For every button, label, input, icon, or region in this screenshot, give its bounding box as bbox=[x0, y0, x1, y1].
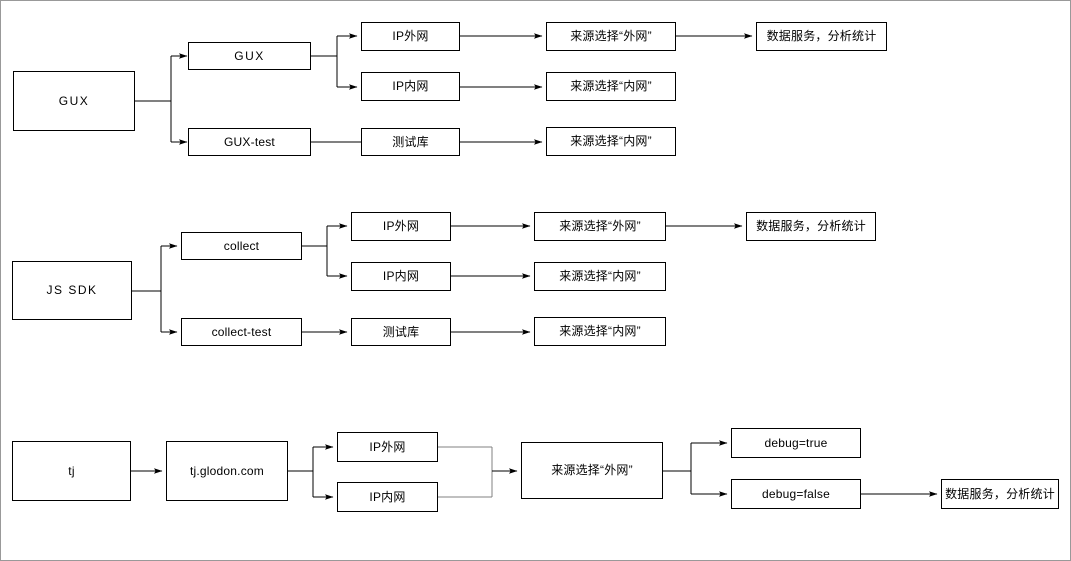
node-jssdk-ip-internal[interactable]: IP内网 bbox=[351, 262, 451, 291]
node-jssdk-source[interactable]: JS SDK bbox=[12, 261, 132, 320]
node-tj-ip-external[interactable]: IP外网 bbox=[337, 432, 438, 462]
node-tj-debug-true[interactable]: debug=true bbox=[731, 428, 861, 458]
node-jssdk-test-db[interactable]: 测试库 bbox=[351, 318, 451, 346]
node-gux-select-internal-b[interactable]: 来源选择“内网” bbox=[546, 127, 676, 156]
node-gux-data-service[interactable]: 数据服务，分析统计 bbox=[756, 22, 887, 51]
node-gux-select-internal-a[interactable]: 来源选择“内网” bbox=[546, 72, 676, 101]
node-jssdk-branch-test[interactable]: collect-test bbox=[181, 318, 302, 346]
node-gux-select-external[interactable]: 来源选择“外网” bbox=[546, 22, 676, 51]
node-jssdk-select-internal-a[interactable]: 来源选择“内网” bbox=[534, 262, 666, 291]
node-tj-debug-false[interactable]: debug=false bbox=[731, 479, 861, 509]
node-tj-ip-internal[interactable]: IP内网 bbox=[337, 482, 438, 512]
node-gux-test-db[interactable]: 测试库 bbox=[361, 128, 460, 156]
node-jssdk-ip-external[interactable]: IP外网 bbox=[351, 212, 451, 241]
node-jssdk-branch-main[interactable]: collect bbox=[181, 232, 302, 260]
node-jssdk-select-external[interactable]: 来源选择“外网” bbox=[534, 212, 666, 241]
node-tj-data-service[interactable]: 数据服务，分析统计 bbox=[941, 479, 1059, 509]
node-gux-ip-external[interactable]: IP外网 bbox=[361, 22, 460, 51]
node-gux-branch-test[interactable]: GUX-test bbox=[188, 128, 311, 156]
node-gux-source[interactable]: GUX bbox=[13, 71, 135, 131]
node-jssdk-data-service[interactable]: 数据服务，分析统计 bbox=[746, 212, 876, 241]
node-tj-domain[interactable]: tj.glodon.com bbox=[166, 441, 288, 501]
node-gux-ip-internal[interactable]: IP内网 bbox=[361, 72, 460, 101]
node-jssdk-select-internal-b[interactable]: 来源选择“内网” bbox=[534, 317, 666, 346]
node-gux-branch-main[interactable]: GUX bbox=[188, 42, 311, 70]
node-tj-source[interactable]: tj bbox=[12, 441, 131, 501]
node-tj-select-external[interactable]: 来源选择“外网” bbox=[521, 442, 663, 499]
